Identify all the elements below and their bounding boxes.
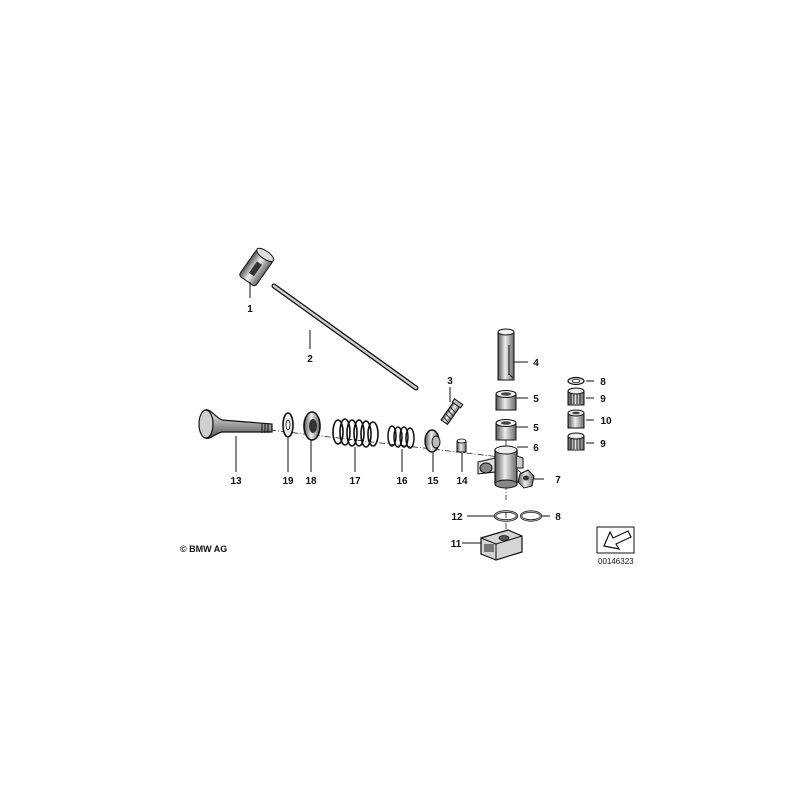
part-11-rocker-bracket xyxy=(480,529,523,561)
part-18-seal xyxy=(303,411,321,441)
callout-15: 15 xyxy=(427,476,439,487)
callout-18: 18 xyxy=(305,476,317,487)
part-6-rocker-arm xyxy=(477,445,524,489)
part-3-adjusting-screw xyxy=(440,398,464,426)
callout-17: 17 xyxy=(349,476,361,487)
callout-3: 3 xyxy=(447,376,453,387)
callout-11: 11 xyxy=(451,539,462,550)
callout-9-lower: 9 xyxy=(600,439,606,450)
callout-9-upper: 9 xyxy=(600,394,606,405)
callout-14: 14 xyxy=(456,476,468,487)
callout-19: 19 xyxy=(282,476,294,487)
part-2-pushrod xyxy=(271,283,419,391)
callout-7: 7 xyxy=(555,475,561,486)
callout-6: 6 xyxy=(533,443,539,454)
orientation-arrow-icon xyxy=(596,526,635,554)
callout-12: 12 xyxy=(451,512,463,523)
callout-4: 4 xyxy=(533,358,539,369)
part-4-rocker-shaft xyxy=(497,328,515,381)
callout-5-upper: 5 xyxy=(533,394,539,405)
callout-10: 10 xyxy=(600,416,612,427)
callout-labels: 1 2 3 4 5 5 6 7 8 9 10 9 12 8 11 13 19 1… xyxy=(230,304,612,550)
part-5-bushing-upper xyxy=(495,390,517,411)
part-9-needle-bearing-lower xyxy=(567,432,585,451)
part-7-nut xyxy=(517,469,535,489)
leader-lines xyxy=(235,282,594,544)
callout-5-lower: 5 xyxy=(533,423,539,434)
part-16-inner-spring xyxy=(387,425,415,449)
copyright-text: © BMW AG xyxy=(180,544,228,554)
part-1-pushrod-end xyxy=(239,247,275,287)
part-10-bushing xyxy=(567,409,585,429)
part-8-ring-lower xyxy=(519,510,543,522)
callout-13: 13 xyxy=(230,476,242,487)
part-15-spring-retainer xyxy=(424,429,441,453)
part-8-ring-upper xyxy=(567,376,585,386)
part-14-valve-keeper xyxy=(456,438,467,453)
callout-16: 16 xyxy=(396,476,408,487)
callout-1: 1 xyxy=(247,304,253,315)
part-12-o-ring xyxy=(493,510,519,522)
part-19-washer xyxy=(282,412,294,438)
callout-2: 2 xyxy=(307,354,313,365)
part-9-needle-bearing-upper xyxy=(567,387,585,406)
part-13-valve xyxy=(198,409,273,439)
callout-8-upper: 8 xyxy=(600,377,606,388)
document-number: 00146323 xyxy=(598,557,634,566)
part-17-outer-spring xyxy=(332,418,379,448)
callout-8-lower: 8 xyxy=(555,512,561,523)
part-5-bushing-lower xyxy=(495,419,517,441)
